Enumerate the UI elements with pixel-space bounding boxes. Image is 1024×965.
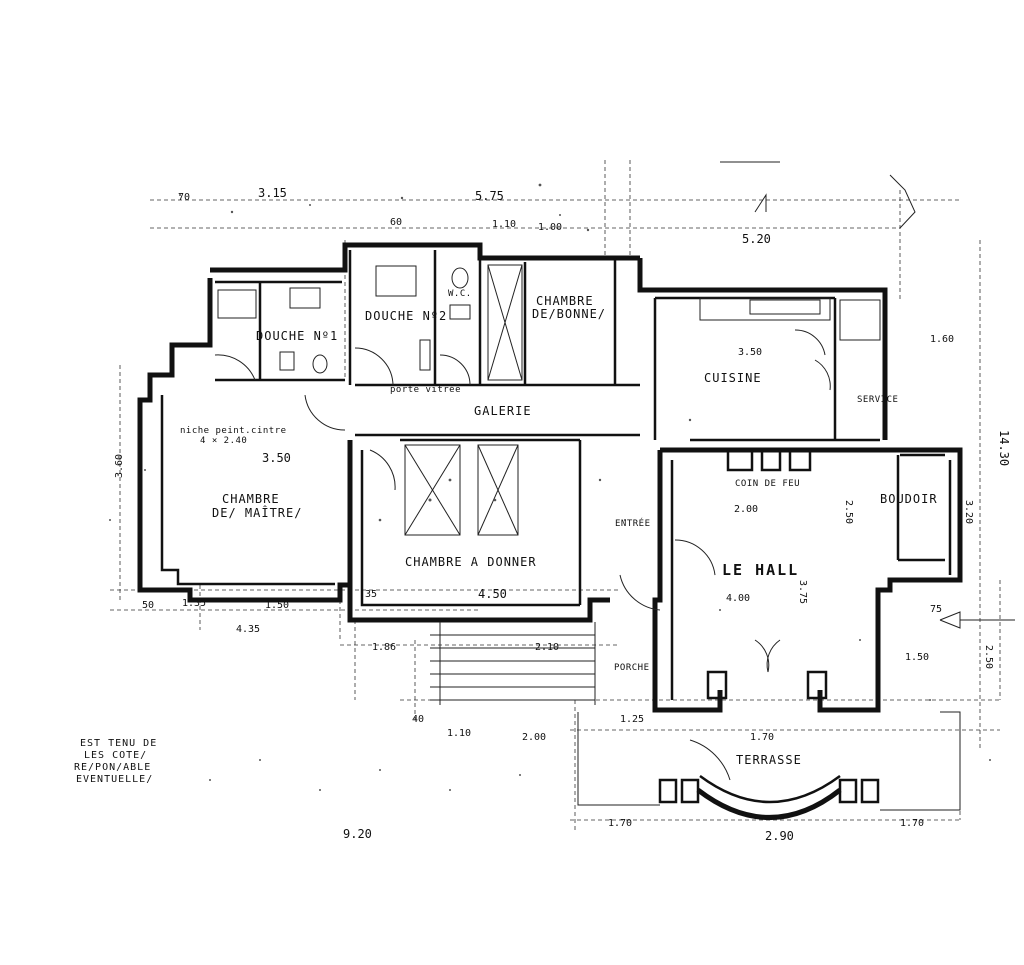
room-service: SERVICE	[857, 395, 898, 405]
dim-170-a: 1.70	[608, 818, 632, 829]
note-line-4: EVENTUELLE/	[76, 774, 153, 785]
room-porche: PORCHE	[614, 663, 650, 673]
dim-200: 2.00	[522, 732, 546, 743]
room-wc: W.C.	[448, 289, 472, 299]
stairs	[430, 622, 596, 705]
room-porte-vitree: porte vitrée	[390, 384, 461, 395]
room-le-hall: LE HALL	[722, 561, 799, 579]
room-chambre-a-donner: CHAMBRE A DONNER	[405, 555, 537, 569]
room-boudoir: BOUDOIR	[880, 492, 938, 506]
dim-70: 70	[178, 192, 190, 203]
dim-135: 1.35	[182, 598, 206, 609]
dim-160: 1.60	[930, 334, 954, 345]
dim-375: 3.75	[797, 580, 808, 604]
dim-1430: 14.30	[997, 430, 1011, 466]
dim-350-kitchen: 3.50	[738, 347, 762, 358]
dim-75: 75	[930, 604, 942, 615]
room-entree: ENTRÉE	[615, 517, 651, 529]
dim-150-right: 1.50	[905, 652, 929, 663]
note-line-2: LES COTE/	[84, 750, 147, 761]
dim-150: 1.50	[265, 600, 289, 611]
dim-360: 3.60	[114, 454, 125, 478]
dim-40: 40	[412, 714, 424, 725]
room-terrasse: TERRASSE	[736, 753, 802, 767]
dim-320: 3.20	[963, 500, 974, 524]
dim-250-right: 2.50	[983, 645, 994, 669]
dim-170-c: 1.70	[750, 732, 774, 743]
room-douche-1: DOUCHE Nº1	[256, 329, 338, 343]
drawing-note: EST TENU DE LES COTE/ RE/PON/ABLE EVENTU…	[74, 738, 157, 785]
room-cuisine: CUISINE	[704, 371, 762, 385]
room-chambre-maitre-line1: CHAMBRE	[222, 492, 280, 506]
dim-170-b: 1.70	[900, 818, 924, 829]
room-chambre-bonne-line1: CHAMBRE	[536, 294, 594, 308]
dim-920: 9.20	[343, 827, 372, 841]
dim-35: 35	[365, 589, 377, 600]
dim-315: 3.15	[258, 186, 287, 200]
dim-200-hall: 2.00	[734, 504, 758, 515]
dim-186: 1.86	[372, 642, 396, 653]
room-chambre-bonne-line2: DE/BONNE/	[532, 307, 606, 321]
dim-50: 50	[142, 600, 154, 611]
dim-575: 5.75	[475, 189, 504, 203]
note-line-3: RE/PON/ABLE	[74, 762, 151, 773]
dim-350-left: 3.50	[262, 451, 291, 465]
dimension-labels: 3.15 5.75 5.20 1.00 1.10 3.50 3.50 4.50 …	[114, 186, 1011, 843]
room-labels: DOUCHE Nº1 DOUCHE Nº2 W.C. CHAMBRE DE/BO…	[180, 289, 938, 767]
room-niche-dim: 4 × 2.40	[200, 436, 247, 446]
dim-125: 1.25	[620, 714, 644, 725]
print-noise	[109, 183, 991, 791]
room-coin-de-feu: COIN DE FEU	[735, 479, 800, 489]
dim-110-bottom: 1.10	[447, 728, 471, 739]
room-niche: niche peint.cintre	[180, 426, 287, 436]
dim-290: 2.90	[765, 829, 794, 843]
dim-100: 1.00	[538, 222, 562, 233]
walls	[137, 242, 963, 820]
room-chambre-maitre-line2: DE/ MAÎTRE/	[212, 505, 302, 520]
dim-250: 2.50	[843, 500, 854, 524]
dim-210: 2.10	[535, 642, 559, 653]
dim-435: 4.35	[236, 624, 260, 635]
dim-60: 60	[390, 217, 402, 228]
room-galerie: GALERIE	[474, 404, 532, 418]
dim-110: 1.10	[492, 219, 516, 230]
dim-520: 5.20	[742, 232, 771, 246]
room-douche-2: DOUCHE Nº2	[365, 309, 447, 323]
dim-400: 4.00	[726, 593, 750, 604]
fixtures	[214, 161, 1015, 781]
note-line-1: EST TENU DE	[80, 738, 157, 749]
dim-450: 4.50	[478, 587, 507, 601]
